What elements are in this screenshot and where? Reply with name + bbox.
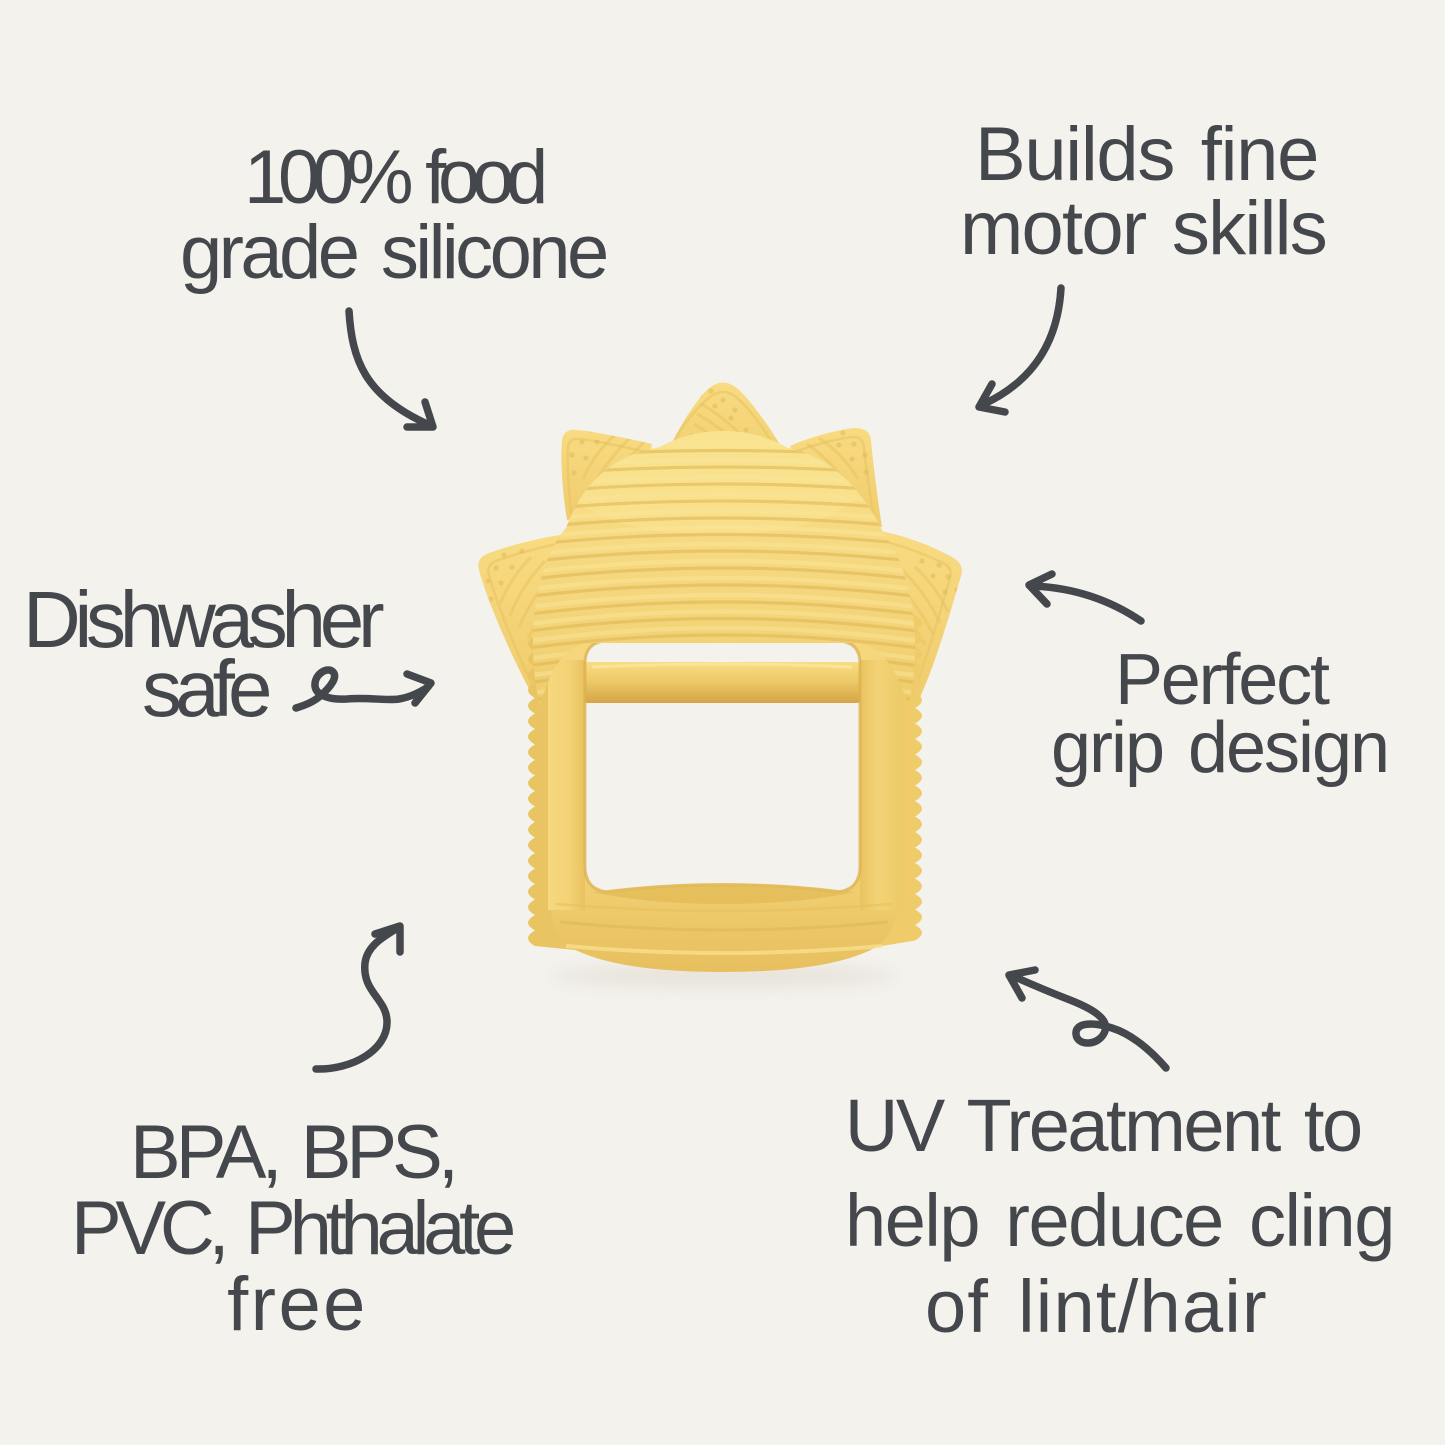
svg-text:free: free xyxy=(227,1262,368,1347)
svg-text:Builds fine: Builds fine xyxy=(975,112,1318,197)
svg-text:Dishwasher: Dishwasher xyxy=(23,575,384,664)
svg-text:UV Treatment to: UV Treatment to xyxy=(845,1084,1361,1167)
svg-text:BPA, BPS,: BPA, BPS, xyxy=(130,1110,454,1195)
svg-text:help reduce cling: help reduce cling xyxy=(845,1179,1394,1262)
svg-text:Perfect: Perfect xyxy=(1115,640,1330,720)
svg-text:PVC, Phthalate: PVC, Phthalate xyxy=(71,1186,513,1271)
svg-text:motor skills: motor skills xyxy=(960,186,1326,271)
svg-text:100% food: 100% food xyxy=(244,135,544,220)
svg-text:grip design: grip design xyxy=(1051,708,1388,788)
svg-text:grade silicone: grade silicone xyxy=(180,210,606,295)
svg-text:safe: safe xyxy=(142,644,269,733)
svg-text:of lint/hair: of lint/hair xyxy=(925,1265,1268,1348)
